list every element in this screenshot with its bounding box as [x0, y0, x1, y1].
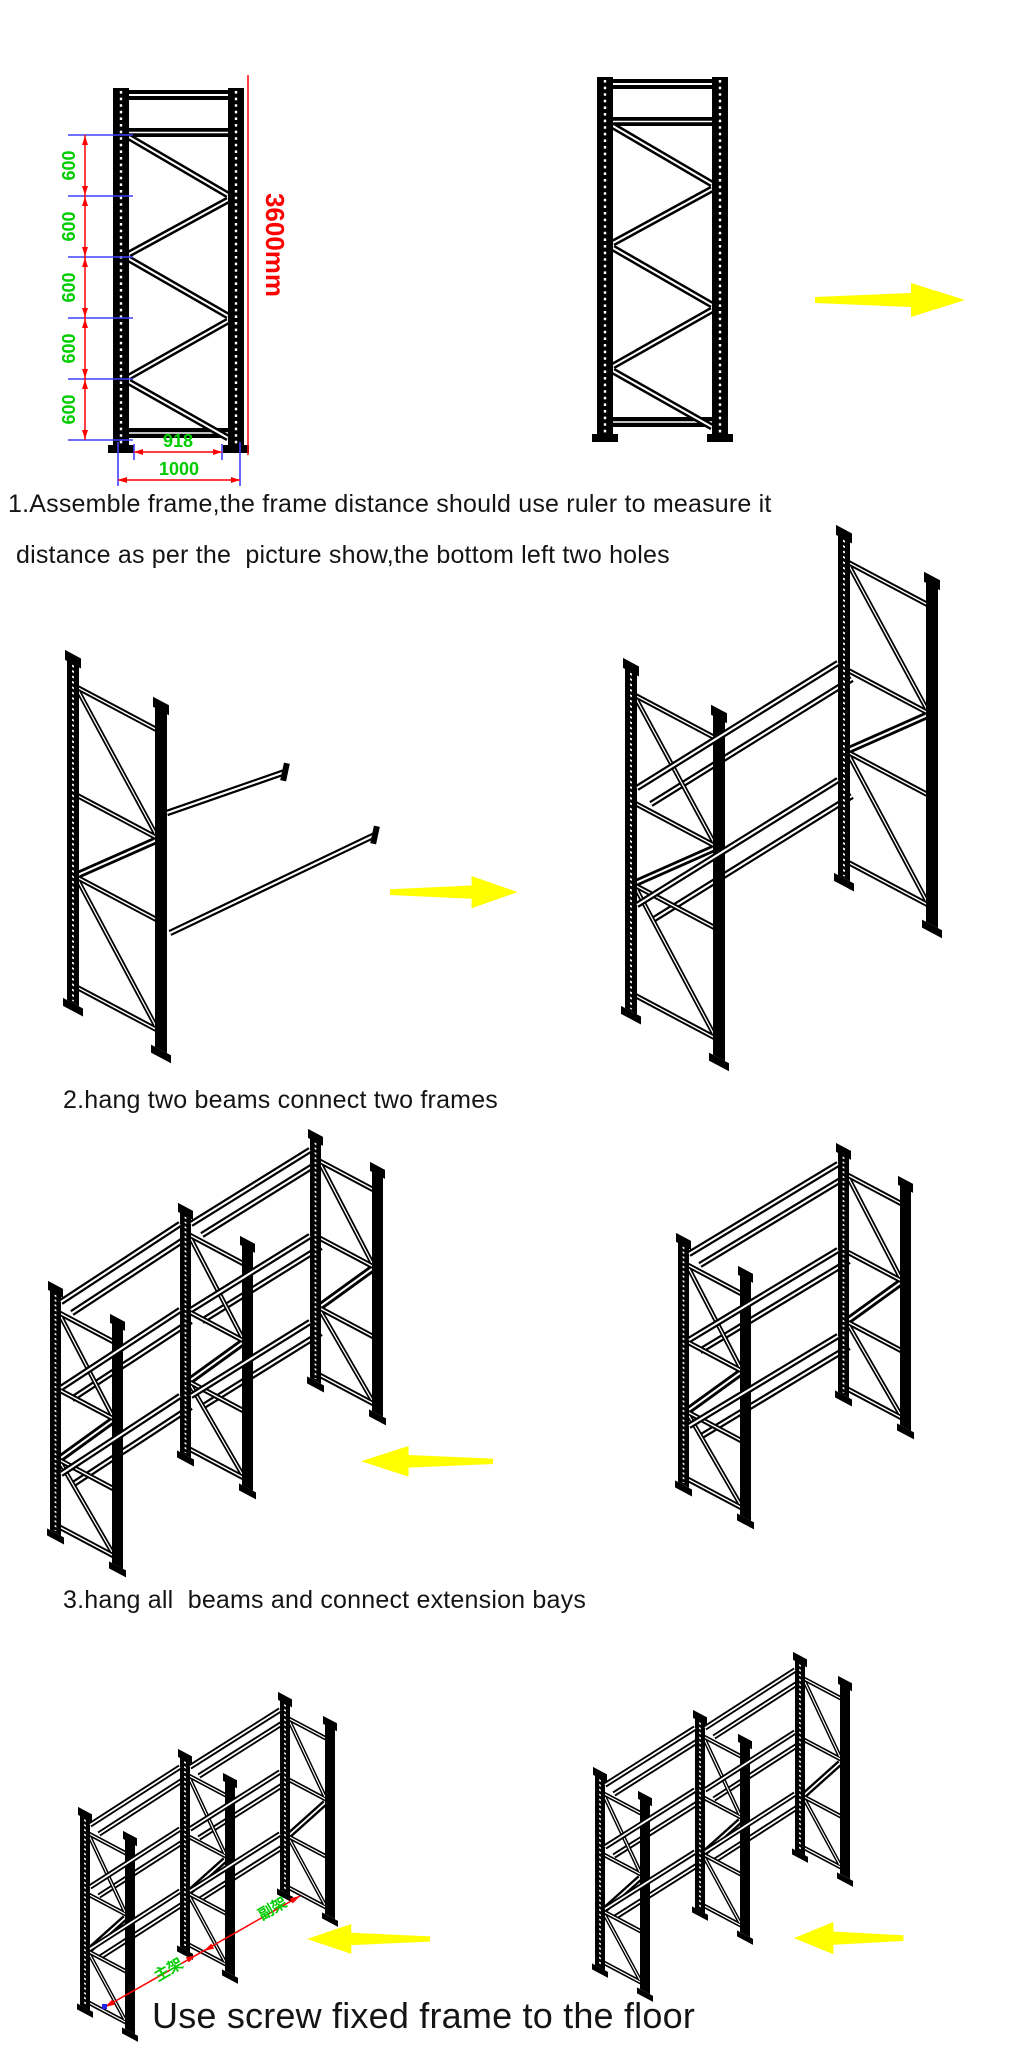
arrow-right-icon	[815, 283, 965, 317]
step2-caption: 2.hang two beams connect two frames	[63, 1086, 499, 1114]
arrow-left-icon	[794, 1922, 904, 1955]
rear-beams	[649, 676, 854, 924]
two-frames-connected-drawing	[600, 520, 1030, 1080]
complete-rack-drawing	[540, 1625, 980, 2025]
frame-front-view-dimensioned-drawing: 600 600 600 600 600 3600mm 918 1000	[59, 75, 290, 486]
width-dimensions: 918 1000	[117, 431, 241, 486]
height-segment-labels: 600 600 600 600 600	[59, 150, 79, 424]
outer-width-label: 1000	[159, 459, 199, 479]
height-segment-ticks	[68, 134, 133, 441]
arrow-right-icon	[390, 876, 518, 909]
height-dimension-lines	[82, 135, 88, 440]
front-beams	[687, 1161, 840, 1429]
step4-caption: Use screw fixed frame to the floor	[152, 1995, 696, 2036]
rear-beams	[70, 1158, 323, 1488]
total-height-label: 3600mm	[260, 193, 290, 297]
front-beams	[635, 660, 840, 908]
step1-caption-line1: 1.Assemble frame,the frame distance shou…	[8, 490, 772, 518]
step1-caption-line2: distance as per the picture show,the bot…	[16, 541, 670, 569]
front-beams	[603, 1667, 797, 1912]
complete-rack-labeled-drawing: 主架 副架	[25, 1660, 455, 2048]
segment-label-3: 600	[59, 272, 79, 302]
front-beams	[59, 1147, 312, 1477]
front-beams	[88, 1707, 282, 1952]
segment-label-4: 600	[59, 333, 79, 363]
total-height-dimension: 3600mm	[247, 75, 290, 455]
segment-label-1: 600	[59, 150, 79, 180]
frame-with-loose-beams-drawing	[40, 600, 380, 1070]
single-bay-rack-drawing	[650, 1130, 940, 1550]
segment-label-2: 600	[59, 211, 79, 241]
arrow-left-icon	[307, 1924, 430, 1954]
rack-with-extension-bay-drawing	[25, 1130, 505, 1570]
step3-caption: 3.hang all beams and connect extension b…	[63, 1586, 587, 1614]
segment-label-5: 600	[59, 394, 79, 424]
loose-beams	[165, 762, 380, 936]
inner-width-label: 918	[163, 431, 193, 451]
arrow-left-icon	[361, 1446, 493, 1477]
